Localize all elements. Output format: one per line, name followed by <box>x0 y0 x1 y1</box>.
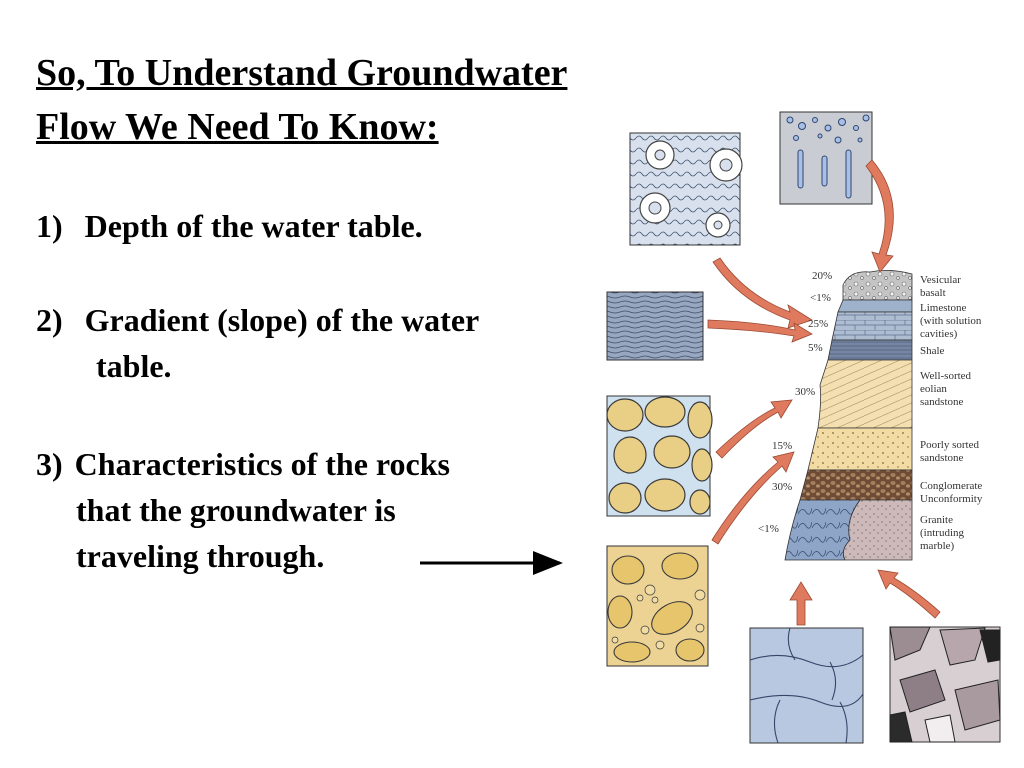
layer-granite <box>842 499 913 561</box>
point-3-text-line-2: that the groundwater is <box>76 492 396 528</box>
thumbnail-marble <box>749 627 864 744</box>
label-shale: Shale <box>920 345 945 357</box>
thumbnail-vesicular-basalt <box>779 111 873 205</box>
porosity-poorly-sorted: 15% <box>772 440 792 452</box>
porosity-limestone-cavities: <1% <box>810 292 831 304</box>
rock-column <box>784 270 913 561</box>
label-poorly-sorted-line-1: Poorly sorted <box>920 439 979 451</box>
label-granite-line-3: marble) <box>920 540 955 552</box>
porosity-limestone: 25% <box>808 318 828 330</box>
label-granite-line-1: Granite <box>920 514 953 526</box>
point-3-text-line-1: Characteristics of the rocks <box>74 446 450 482</box>
porosity-conglomerate: 30% <box>772 481 792 493</box>
thumbnail-limestone-cavities <box>629 132 743 246</box>
point-2-text-line-1: Gradient (slope) of the water <box>84 302 480 338</box>
label-vesicular-line-1: Vesicular <box>920 274 961 286</box>
title-line-1: So, To Understand Groundwater <box>36 52 568 94</box>
arrow-eolian <box>715 399 793 459</box>
layer-shale <box>827 339 913 361</box>
porosity-vesicular-basalt: 20% <box>812 270 832 282</box>
porosity-eolian-sandstone: 30% <box>795 386 815 398</box>
label-eolian-line-3: sandstone <box>920 396 964 408</box>
point-1: 1) Depth of the water table. <box>36 203 423 249</box>
label-unconformity: Unconformity <box>920 493 983 505</box>
point-3: 3) Characteristics of the rocks that the… <box>36 441 450 579</box>
connector-arrows <box>707 159 941 626</box>
point-2: 2) Gradient (slope) of the water table. <box>36 297 479 389</box>
layer-limestone <box>831 311 913 341</box>
layer-poorly-sorted-sandstone <box>807 427 913 471</box>
point-2-text-line-2: table. <box>96 348 172 384</box>
label-vesicular-line-2: basalt <box>920 287 946 299</box>
label-limestone-line-1: Limestone <box>920 302 967 314</box>
label-limestone-line-2: (with solution <box>920 315 982 327</box>
point-2-number: 2) <box>36 302 63 338</box>
thumbnail-well-sorted-sandstone <box>606 395 713 517</box>
point-3-number: 3) <box>36 446 63 482</box>
arrow-poorly-sorted <box>711 451 795 545</box>
point-1-text: Depth of the water table. <box>84 208 423 244</box>
label-granite-line-2: (intruding <box>920 527 964 539</box>
arrow-vesicular <box>865 159 894 273</box>
label-limestone-line-3: cavities) <box>920 328 958 340</box>
point-3-text-line-3: traveling through. <box>76 538 325 574</box>
label-eolian-line-2: eolian <box>920 383 947 395</box>
layer-limestone-cavities <box>837 299 913 313</box>
thumbnail-granite <box>889 626 1001 743</box>
layer-name-labels: Vesicular basalt Limestone (with solutio… <box>920 274 983 552</box>
arrow-limestone <box>712 257 813 329</box>
label-conglomerate: Conglomerate <box>920 480 982 492</box>
layer-vesicular-basalt <box>842 270 913 301</box>
thumbnail-shale <box>606 291 704 361</box>
layer-eolian-sandstone <box>817 359 913 429</box>
slide-title: So, To Understand Groundwater Flow We Ne… <box>36 46 567 154</box>
arrow-marble <box>789 581 813 626</box>
porosity-granite: <1% <box>758 523 779 535</box>
porosity-labels: 20% <1% 25% 5% 30% 15% 30% <1% <box>758 270 832 535</box>
thumbnail-poorly-sorted-sandstone <box>606 545 709 667</box>
arrow-shale <box>707 319 813 343</box>
title-line-2: Flow We Need To Know: <box>36 106 439 148</box>
label-poorly-sorted-line-2: sandstone <box>920 452 964 464</box>
label-eolian-line-1: Well-sorted <box>920 370 972 382</box>
porosity-shale: 5% <box>808 342 823 354</box>
layer-conglomerate <box>799 469 913 501</box>
point-1-number: 1) <box>36 208 63 244</box>
arrow-granite <box>877 569 941 619</box>
